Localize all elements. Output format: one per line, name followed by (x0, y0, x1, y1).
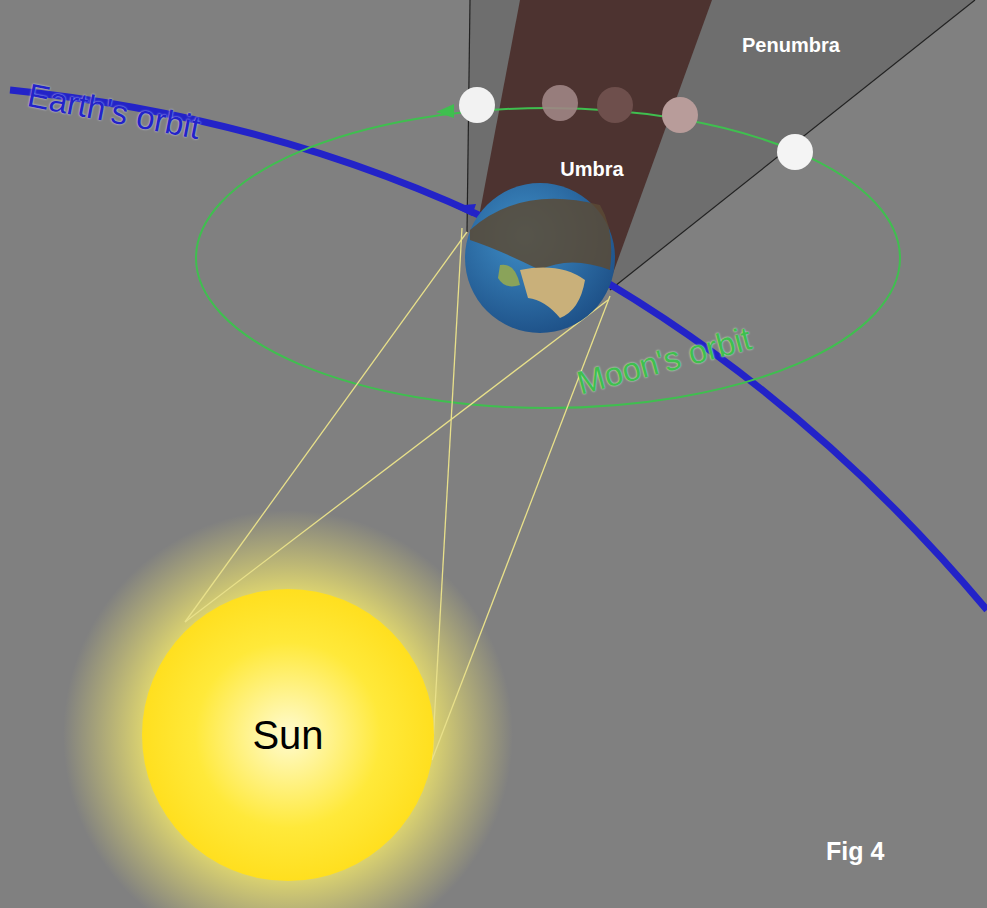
sun-glow (63, 510, 513, 908)
orbit-arrow (436, 104, 454, 118)
penumbra-edge (610, 0, 975, 290)
sun-circle: Sun (142, 589, 434, 881)
orbit-arrow (452, 204, 476, 216)
orbit-label: Earth's orbit (24, 77, 203, 148)
figure-number: Fig 4 (826, 837, 884, 866)
moon (459, 87, 495, 123)
moon (777, 134, 813, 170)
region-label: Umbra (560, 158, 623, 181)
region-label: Penumbra (742, 34, 840, 57)
moon (597, 87, 633, 123)
earth-land (470, 199, 611, 270)
earth-orbit (10, 90, 987, 610)
node-text: Sun (252, 713, 323, 758)
moon (662, 97, 698, 133)
earth-land (498, 265, 520, 287)
moon (542, 85, 578, 121)
orbit-label: Moon's orbit (573, 320, 755, 403)
earth (465, 183, 615, 333)
moon-orbit (196, 108, 900, 408)
earth-land (520, 268, 585, 318)
